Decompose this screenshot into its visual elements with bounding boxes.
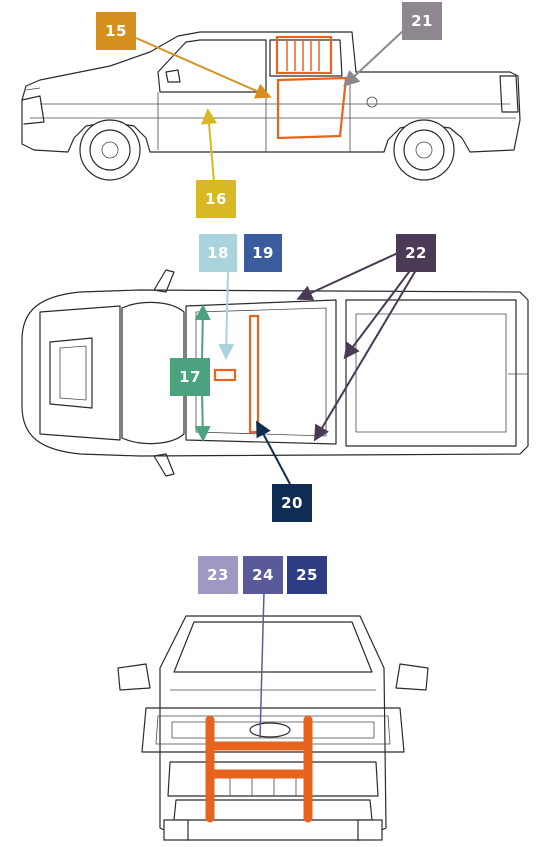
badge-18: 18 — [199, 234, 237, 272]
arrow-22-a — [296, 251, 401, 301]
badge-15: 15 — [96, 12, 136, 50]
arrow-16 — [201, 108, 217, 183]
arrow-17-up — [194, 304, 211, 361]
badge-19: 19 — [244, 234, 282, 272]
rear-door-highlight — [276, 76, 348, 140]
grille-guard-highlight — [205, 715, 313, 823]
arrow-22-c — [313, 269, 417, 442]
rear-window-highlight — [275, 35, 333, 75]
arrow-21 — [343, 29, 405, 87]
badge-17: 17 — [170, 358, 210, 396]
badge-23: 23 — [198, 556, 238, 594]
badge-20: 20 — [272, 484, 312, 522]
arrow-24 — [259, 591, 265, 739]
front-view-truck — [117, 615, 429, 841]
badge-24: 24 — [243, 556, 283, 594]
side-view-truck — [21, 31, 521, 181]
badge-21: 21 — [402, 2, 442, 40]
arrow-18 — [218, 271, 235, 360]
badge-22: 22 — [396, 234, 436, 272]
arrow-22-b — [343, 267, 413, 360]
badge-16: 16 — [196, 180, 236, 218]
arrow-15 — [135, 37, 272, 99]
arrow-17-down — [194, 391, 211, 442]
badge-25: 25 — [287, 556, 327, 594]
sunroof-highlight — [213, 368, 237, 382]
arrow-20 — [256, 420, 291, 485]
rear-window-top-highlight — [248, 314, 260, 434]
top-view-truck — [21, 269, 529, 477]
